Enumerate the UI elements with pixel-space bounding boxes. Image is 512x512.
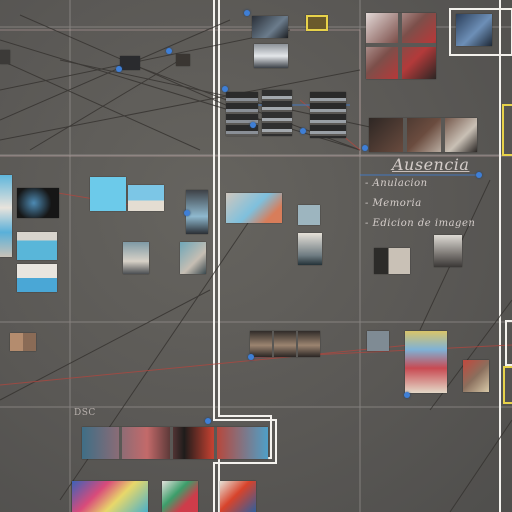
pin	[300, 128, 306, 134]
pin	[222, 86, 228, 92]
photo-balcony	[226, 193, 282, 223]
photo-tiny-mid	[298, 205, 320, 225]
photo-small-left-pair	[10, 333, 36, 351]
photo-abstract-paint	[72, 481, 148, 512]
highlight-frame-right-low	[505, 320, 512, 366]
photo-party-grid	[366, 13, 436, 79]
photo-kitchen-small	[186, 190, 208, 234]
pin	[248, 354, 254, 360]
photo-colorful-poster	[405, 331, 447, 393]
board-heading: Ausencia	[392, 155, 470, 174]
photo-small-upper-1	[120, 56, 140, 70]
pin	[116, 66, 122, 72]
pin	[404, 392, 410, 398]
pin	[362, 145, 368, 151]
photo-side-strip-left	[0, 175, 12, 257]
bullet-3: - Edicion de imagen	[365, 218, 476, 229]
photo-swimmers	[17, 264, 57, 292]
photo-contact-strip-3	[310, 92, 346, 138]
photo-pool-blue	[90, 177, 126, 211]
photo-black-box	[17, 188, 59, 218]
pin	[244, 10, 250, 16]
photo-pool-side	[180, 242, 206, 274]
photo-contact-strip-1	[226, 92, 258, 136]
photo-dining-set	[369, 118, 477, 152]
photo-bottom-strip	[82, 427, 268, 459]
pin	[250, 122, 256, 128]
photo-figures-trio	[250, 331, 320, 357]
highlight-frame-right-top	[502, 104, 512, 156]
photo-small-figure	[367, 331, 389, 351]
highlight-frame-right-mid	[503, 366, 512, 404]
pin	[166, 48, 172, 54]
photo-doorway-tall	[298, 233, 322, 265]
photo-street-color	[463, 360, 489, 392]
photo-pool-ladder	[17, 232, 57, 260]
photo-kitchen	[123, 242, 149, 274]
photo-beach-scene	[128, 185, 164, 211]
photo-small-upper-2	[176, 54, 190, 66]
bullet-2: - Memoria	[365, 198, 422, 209]
photo-car-white	[254, 44, 288, 68]
photo-abstract-paint-2	[162, 481, 198, 512]
pin	[476, 172, 482, 178]
photo-street-night	[252, 16, 288, 38]
photo-doorway	[374, 248, 410, 274]
photo-portrait-blue	[456, 14, 492, 46]
photo-abstract-paint-3	[220, 481, 256, 512]
photo-figure-grey	[434, 235, 462, 267]
pin	[205, 418, 211, 424]
pin	[184, 210, 190, 216]
photo-contact-strip-2	[262, 90, 292, 136]
bullet-1: - Anulacion	[365, 178, 428, 189]
photo-small-yellow-frame	[306, 15, 328, 31]
section-label: DSC	[74, 408, 96, 418]
photo-corner-left	[0, 50, 10, 64]
